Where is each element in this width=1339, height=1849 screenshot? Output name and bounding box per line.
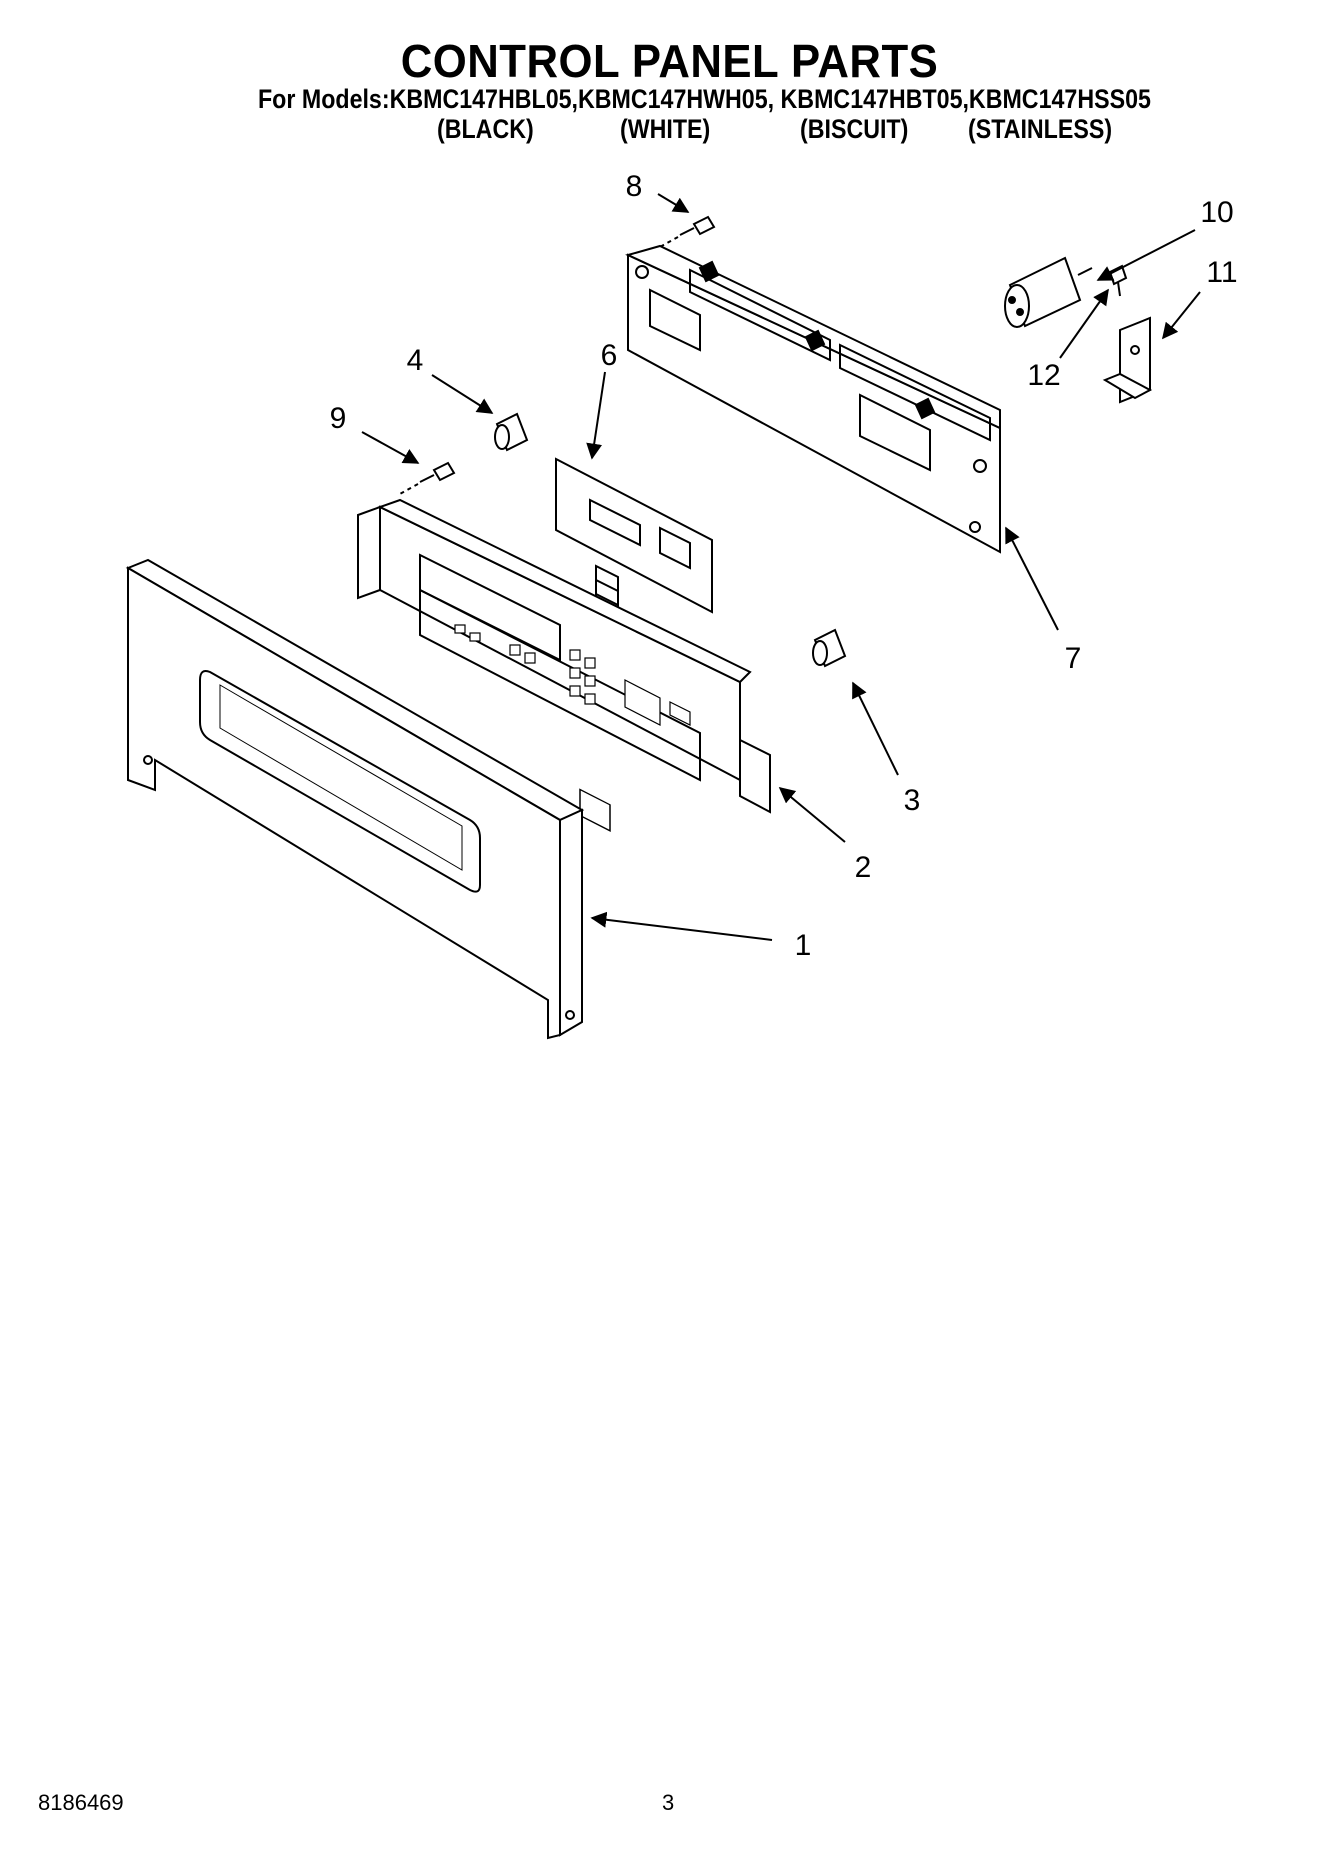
- models-line: For Models:KBMC147HBL05,KBMC147HWH05, KB…: [258, 84, 1151, 114]
- leader-arrow-11: [1161, 291, 1201, 340]
- control-housing-part: [625, 244, 1001, 554]
- leader-arrow-4: [431, 374, 494, 414]
- capacitor-part: [1004, 256, 1093, 328]
- spacer-4-part: [494, 412, 529, 452]
- callout-3: 3: [904, 784, 921, 817]
- leader-arrow-7: [1005, 526, 1059, 631]
- variant-stainless: (STAINLESS): [968, 114, 1113, 144]
- leader-arrow-12: [1059, 288, 1109, 359]
- callout-2: 2: [855, 851, 872, 884]
- callout-1: 1: [795, 929, 812, 962]
- leader-arrow-9: [361, 431, 420, 464]
- callout-8: 8: [626, 170, 643, 203]
- leader-arrow-6: [586, 371, 606, 460]
- callout-10: 10: [1200, 196, 1233, 229]
- callout-11: 11: [1206, 256, 1237, 289]
- leader-arrow-1: [590, 911, 773, 941]
- callout-4: 4: [407, 344, 424, 377]
- leader-arrows: [361, 193, 1201, 941]
- leader-arrow-10: [1096, 229, 1196, 281]
- doc-number: 8186469: [38, 1790, 124, 1815]
- leader-arrow-2: [778, 786, 846, 843]
- callout-12: 12: [1027, 359, 1060, 392]
- variant-black: (BLACK): [437, 114, 534, 144]
- circuit-board-part: [555, 457, 713, 832]
- leader-arrow-8: [657, 193, 690, 213]
- variant-biscuit: (BISCUIT): [800, 114, 909, 144]
- control-panel-trim-part: [125, 558, 585, 1040]
- bracket-part: [1102, 316, 1153, 404]
- callout-6: 6: [601, 339, 618, 372]
- spacer-3-part: [812, 628, 847, 668]
- callout-7: 7: [1065, 642, 1082, 675]
- screw-9-part: [397, 461, 456, 496]
- leader-arrow-3: [852, 681, 899, 776]
- callout-9: 9: [330, 402, 347, 435]
- control-panel-part: [357, 498, 771, 814]
- page-number: 3: [662, 1790, 675, 1815]
- variant-white: (WHITE): [620, 114, 711, 144]
- page-title: CONTROL PANEL PARTS: [400, 35, 939, 87]
- screw-8-part: [657, 215, 716, 249]
